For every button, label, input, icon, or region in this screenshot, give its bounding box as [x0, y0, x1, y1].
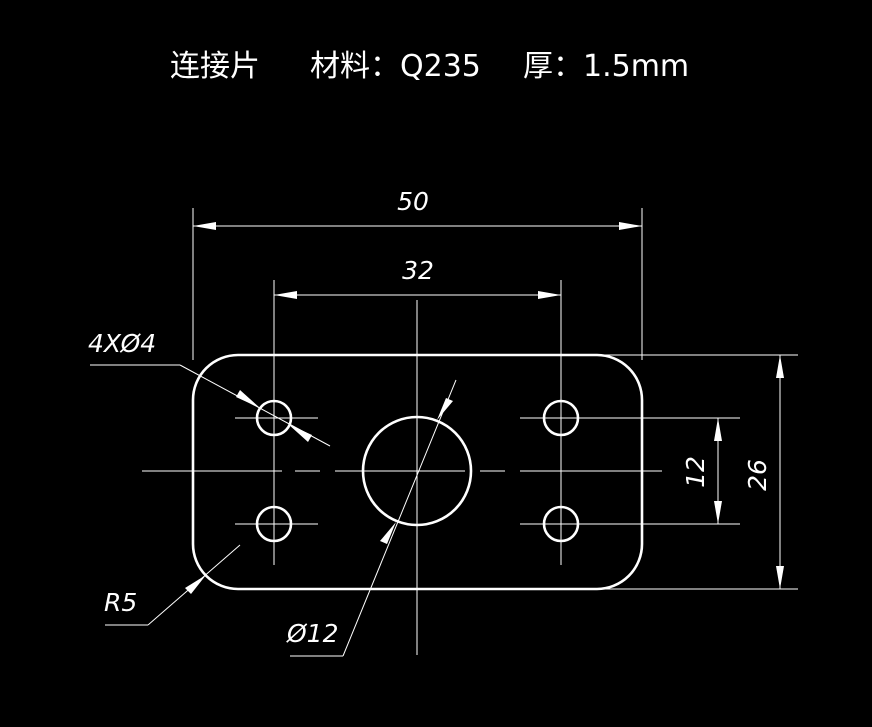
- thickness-label: 厚：1.5mm: [523, 49, 689, 84]
- part-name: 连接片: [170, 49, 260, 84]
- leader-center-hole: Ø12: [286, 379, 457, 657]
- dim-overall-height-label: 26: [743, 459, 772, 491]
- dim-overall-width: 50: [192, 187, 643, 360]
- leader-small-holes-label: 4XØ4: [88, 329, 156, 358]
- dim-overall-width-label: 50: [397, 187, 429, 216]
- leader-corner-radius: R5: [104, 544, 241, 626]
- dim-hole-spacing-x-label: 32: [402, 256, 434, 285]
- dim-hole-spacing-x: 32: [274, 256, 561, 299]
- dim-overall-height: 26: [600, 354, 798, 590]
- center-lines: [142, 280, 740, 655]
- leader-corner-radius-label: R5: [104, 588, 137, 617]
- leader-center-hole-label: Ø12: [286, 619, 339, 648]
- dim-hole-spacing-y: 12: [681, 418, 722, 524]
- material-label: 材料：Q235: [310, 49, 481, 84]
- dim-hole-spacing-y-label: 12: [681, 456, 710, 488]
- leader-small-holes: 4XØ4: [88, 329, 331, 447]
